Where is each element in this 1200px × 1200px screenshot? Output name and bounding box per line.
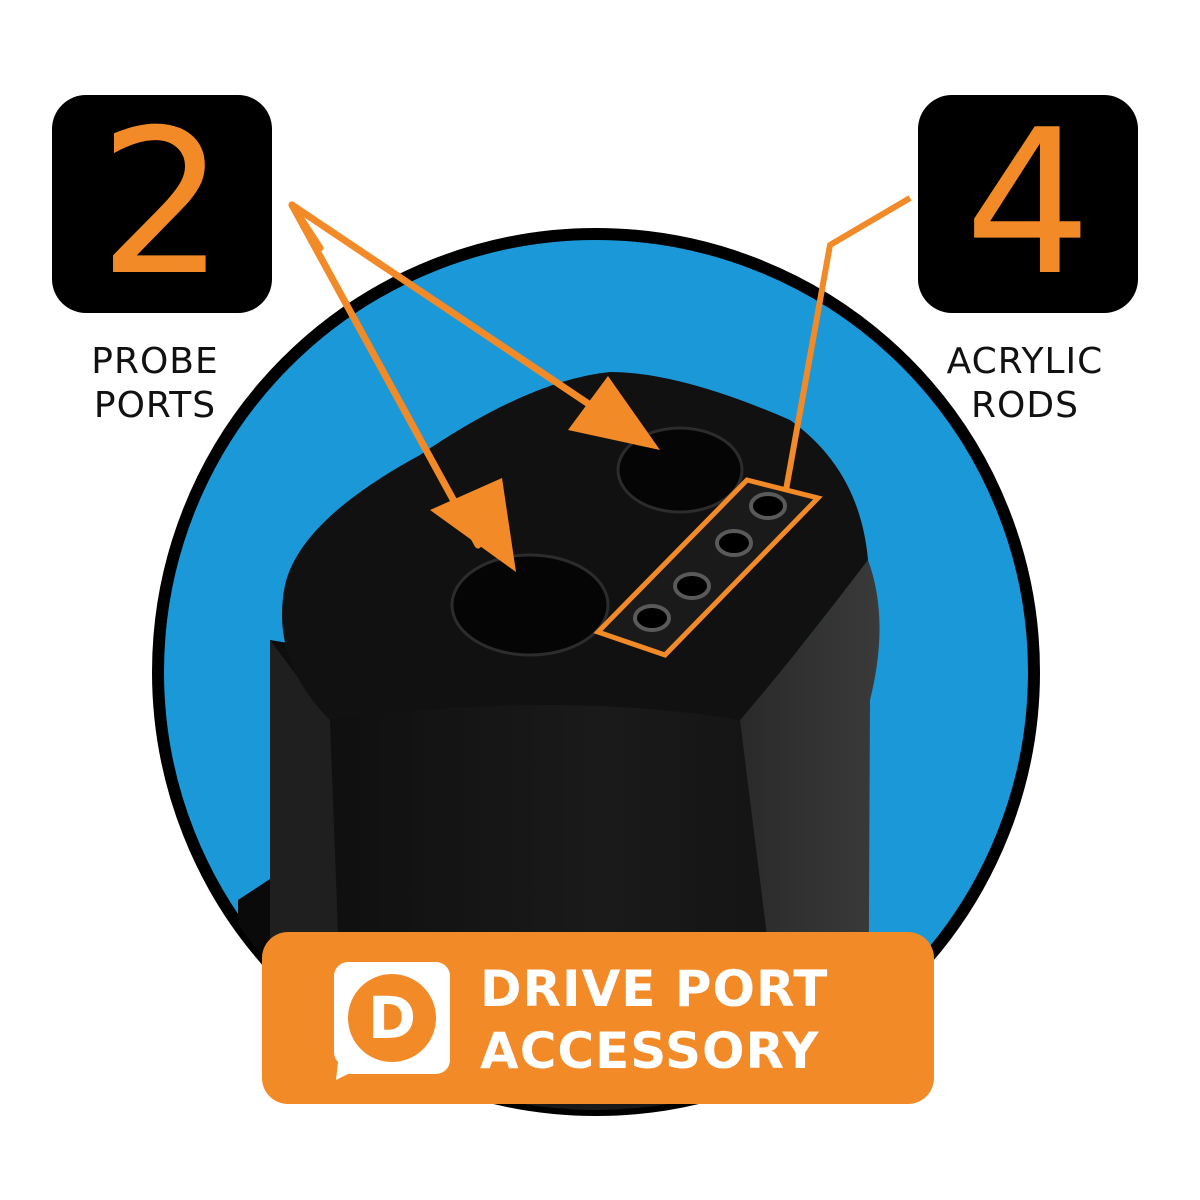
caption-line: RODS xyxy=(971,385,1079,426)
caption-line: ACRYLIC xyxy=(946,341,1104,382)
probe-port-arrows xyxy=(288,201,624,549)
caption-line: PORTS xyxy=(93,385,217,426)
acrylic-rods-caption: ACRYLIC RODS xyxy=(900,340,1150,428)
rods-leader-line xyxy=(783,195,912,491)
probe-ports-count: 2 xyxy=(98,87,226,320)
probe-port-hole-1 xyxy=(616,426,744,514)
arrow-head-1 xyxy=(430,478,516,572)
acrylic-rods-count: 4 xyxy=(964,87,1092,320)
arrow-head-2 xyxy=(568,376,660,450)
probe-ports-count-box: 2 xyxy=(52,95,272,313)
banner-line: DRIVE PORT xyxy=(480,960,829,1018)
probe-ports-caption: PROBE PORTS xyxy=(40,340,270,428)
caption-line: PROBE xyxy=(91,341,219,382)
drive-port-banner: D DRIVE PORT ACCESSORY xyxy=(262,932,934,1104)
badge-letter: D xyxy=(368,984,416,1052)
probe-port-hole-2 xyxy=(450,553,610,657)
banner-title: DRIVE PORT ACCESSORY xyxy=(480,958,828,1082)
drive-port-badge-icon: D xyxy=(333,962,450,1080)
banner-line: ACCESSORY xyxy=(480,1022,820,1080)
acrylic-rods-count-box: 4 xyxy=(918,95,1138,313)
